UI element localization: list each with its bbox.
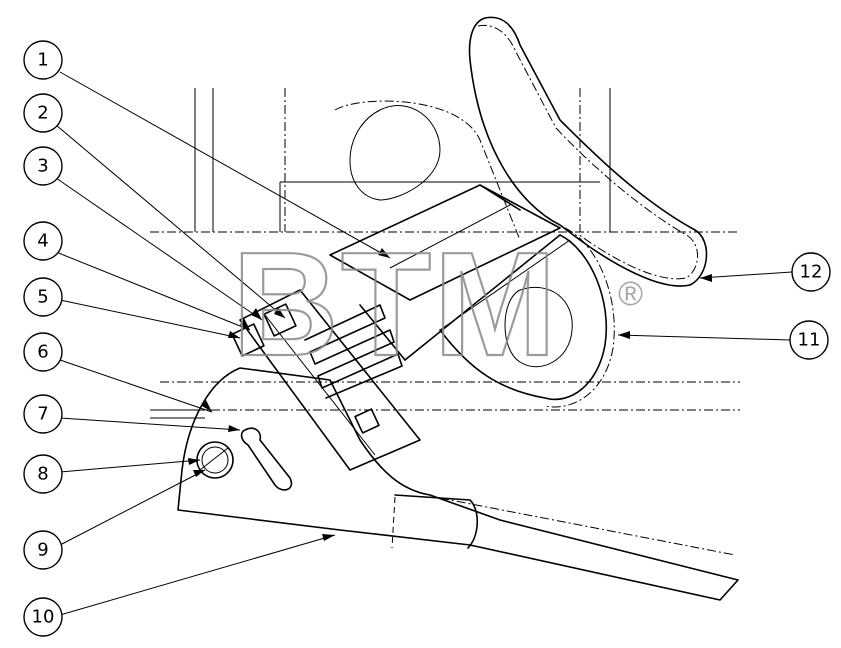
cylinder-body bbox=[329, 184, 571, 361]
link-part-11 bbox=[439, 227, 615, 408]
link-part-12 bbox=[334, 16, 708, 287]
callout-6-label: 6 bbox=[37, 342, 48, 363]
callout-7: 7 bbox=[23, 394, 63, 434]
callout-7-label: 7 bbox=[37, 404, 48, 425]
callout-4: 4 bbox=[23, 221, 63, 261]
watermark: BTM ® bbox=[231, 221, 643, 388]
construction-lines bbox=[150, 88, 740, 411]
callout-1: 1 bbox=[23, 40, 63, 80]
callout-11-label: 11 bbox=[798, 330, 821, 351]
callout-1-label: 1 bbox=[37, 50, 48, 71]
callout-10: 10 bbox=[23, 597, 63, 637]
lever-part-10 bbox=[150, 367, 739, 601]
callout-8-label: 8 bbox=[37, 464, 48, 485]
callout-11: 11 bbox=[789, 320, 829, 360]
callout-8: 8 bbox=[23, 454, 63, 494]
pivot-pin bbox=[196, 427, 293, 491]
callout-2-label: 2 bbox=[37, 103, 48, 124]
callout-9-label: 9 bbox=[37, 540, 48, 561]
leader-lines bbox=[55, 71, 793, 616]
callout-6: 6 bbox=[23, 332, 63, 372]
callout-3-label: 3 bbox=[37, 156, 48, 177]
callout-12-label: 12 bbox=[800, 262, 823, 283]
callout-12: 12 bbox=[791, 252, 831, 292]
callout-4-label: 4 bbox=[37, 231, 48, 252]
callout-10-label: 10 bbox=[32, 607, 55, 628]
callout-9: 9 bbox=[23, 530, 63, 570]
watermark-text: BTM bbox=[232, 222, 559, 387]
callout-5: 5 bbox=[23, 277, 63, 317]
callout-3: 3 bbox=[23, 146, 63, 186]
callout-5-label: 5 bbox=[37, 287, 48, 308]
watermark-registered-mark: ® bbox=[618, 275, 643, 313]
spring bbox=[231, 303, 403, 399]
callout-2: 2 bbox=[23, 93, 63, 133]
